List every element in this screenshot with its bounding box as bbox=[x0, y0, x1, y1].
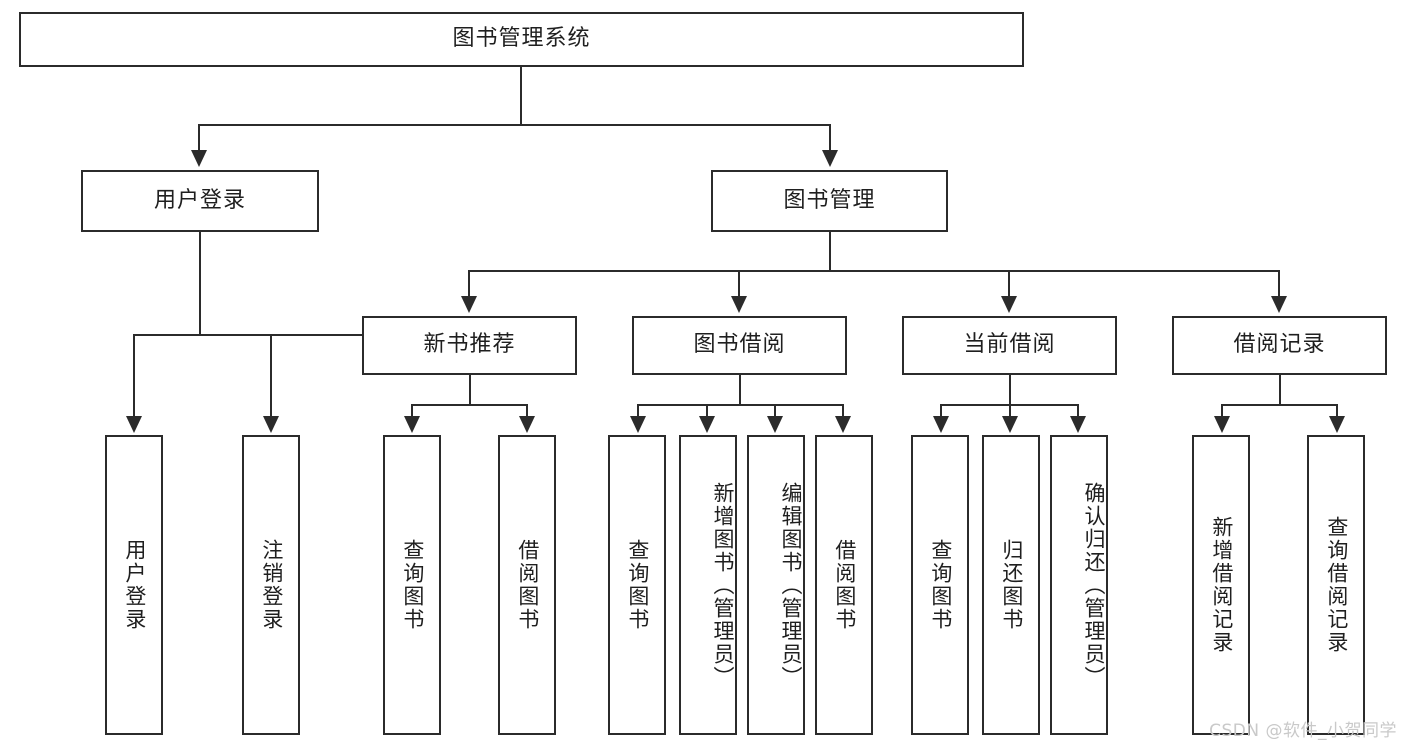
edge-user-login-bus bbox=[133, 334, 372, 336]
node-label: 新增图书（管理员） bbox=[711, 481, 735, 689]
node-root-book-management-system[interactable]: 图书管理系统 bbox=[19, 12, 1024, 67]
arrow-user-login-to-leaf-1 bbox=[263, 416, 279, 433]
edge-user-login-to-leaf-1 bbox=[270, 334, 272, 418]
edge-root-bus bbox=[198, 124, 831, 126]
arrow-borrow-record-to-leaf-0 bbox=[1214, 416, 1230, 433]
edge-root-stem bbox=[520, 67, 522, 125]
node-label: 确认归还（管理员） bbox=[1082, 481, 1106, 689]
arrow-book-borrow-to-leaf-2 bbox=[767, 416, 783, 433]
edge-current-borrow-to-leaf-1 bbox=[1009, 404, 1011, 418]
node-book-management[interactable]: 图书管理 bbox=[711, 170, 948, 232]
arrow-book-borrow-to-leaf-0 bbox=[630, 416, 646, 433]
arrow-book-borrow-to-leaf-3 bbox=[835, 416, 851, 433]
node-new-book-recommend[interactable]: 新书推荐 bbox=[362, 316, 577, 375]
arrow-current-borrow-to-leaf-1 bbox=[1002, 416, 1018, 433]
node-label: 用户登录 bbox=[122, 539, 147, 631]
edge-book-borrow-to-leaf-0 bbox=[637, 404, 639, 418]
arrow-root-to-user-login bbox=[191, 150, 207, 167]
edge-user-login-stem bbox=[199, 232, 201, 335]
node-user-login[interactable]: 用户登录 bbox=[81, 170, 319, 232]
edge-book-management-stem bbox=[829, 232, 831, 272]
edge-book-borrow-bus bbox=[637, 404, 844, 406]
node-label: 用户登录 bbox=[153, 187, 246, 213]
node-label: 图书管理 bbox=[783, 187, 876, 213]
leaf-new-book-borrow-book[interactable]: 借阅图书 bbox=[498, 435, 556, 735]
node-borrow-record[interactable]: 借阅记录 bbox=[1172, 316, 1387, 375]
node-label: 查询图书 bbox=[928, 539, 953, 631]
leaf-borrow-record-add-record[interactable]: 新增借阅记录 bbox=[1192, 435, 1250, 735]
leaf-user-login-login[interactable]: 用户登录 bbox=[105, 435, 163, 735]
arrow-bus-to-borrow-record bbox=[1271, 296, 1287, 313]
leaf-book-borrow-borrow-book[interactable]: 借阅图书 bbox=[815, 435, 873, 735]
csdn-watermark: CSDN @软件_小贺同学 bbox=[1209, 721, 1397, 741]
node-current-borrow[interactable]: 当前借阅 bbox=[902, 316, 1117, 375]
arrow-new-book-to-leaf-0 bbox=[404, 416, 420, 433]
leaf-current-borrow-return-book[interactable]: 归还图书 bbox=[982, 435, 1040, 735]
node-book-borrow[interactable]: 图书借阅 bbox=[632, 316, 847, 375]
arrow-bus-to-current-borrow bbox=[1001, 296, 1017, 313]
arrow-current-borrow-to-leaf-2 bbox=[1070, 416, 1086, 433]
edge-bus-to-borrow-record bbox=[1278, 270, 1280, 298]
arrow-borrow-record-to-leaf-1 bbox=[1329, 416, 1345, 433]
edge-borrow-record-bus bbox=[1221, 404, 1338, 406]
edge-root-to-user-login bbox=[198, 124, 200, 152]
node-label: 借阅记录 bbox=[1233, 332, 1326, 358]
edge-current-borrow-to-leaf-2 bbox=[1077, 404, 1079, 418]
edge-bus-to-book-borrow bbox=[738, 270, 740, 298]
edge-new-book-bus bbox=[411, 404, 528, 406]
node-label: 查询借阅记录 bbox=[1324, 516, 1349, 654]
arrow-current-borrow-to-leaf-0 bbox=[933, 416, 949, 433]
leaf-current-borrow-query-book[interactable]: 查询图书 bbox=[911, 435, 969, 735]
node-label: 归还图书 bbox=[999, 539, 1024, 631]
edge-root-to-book-management bbox=[829, 124, 831, 152]
leaf-book-borrow-edit-book-admin[interactable]: 编辑图书（管理员） bbox=[747, 435, 805, 735]
node-label: 注销登录 bbox=[259, 539, 284, 631]
node-label: 借阅图书 bbox=[515, 539, 540, 631]
edge-current-borrow-to-leaf-0 bbox=[940, 404, 942, 418]
leaf-user-login-logout[interactable]: 注销登录 bbox=[242, 435, 300, 735]
node-label: 新增借阅记录 bbox=[1209, 516, 1234, 654]
edge-book-borrow-to-leaf-3 bbox=[842, 404, 844, 418]
edge-book-borrow-stem bbox=[739, 375, 741, 406]
arrow-bus-to-new-book bbox=[461, 296, 477, 313]
edge-current-borrow-stem bbox=[1009, 375, 1011, 406]
node-label: 新书推荐 bbox=[423, 332, 516, 358]
edge-new-book-stem bbox=[469, 375, 471, 406]
node-label: 查询图书 bbox=[625, 539, 650, 631]
leaf-book-borrow-query-book[interactable]: 查询图书 bbox=[608, 435, 666, 735]
leaf-new-book-query-book[interactable]: 查询图书 bbox=[383, 435, 441, 735]
node-label: 图书借阅 bbox=[693, 332, 786, 358]
node-label: 借阅图书 bbox=[832, 539, 857, 631]
arrow-root-to-book-management bbox=[822, 150, 838, 167]
arrow-book-borrow-to-leaf-1 bbox=[699, 416, 715, 433]
node-label: 编辑图书（管理员） bbox=[779, 481, 803, 689]
leaf-borrow-record-query-record[interactable]: 查询借阅记录 bbox=[1307, 435, 1365, 735]
edge-new-book-to-leaf-0 bbox=[411, 404, 413, 418]
edge-borrow-record-stem bbox=[1279, 375, 1281, 406]
edge-book-borrow-to-leaf-2 bbox=[774, 404, 776, 418]
edge-user-login-to-leaf-0 bbox=[133, 334, 135, 418]
arrow-new-book-to-leaf-1 bbox=[519, 416, 535, 433]
arrow-bus-to-book-borrow bbox=[731, 296, 747, 313]
leaf-current-borrow-confirm-return-admin[interactable]: 确认归还（管理员） bbox=[1050, 435, 1108, 735]
leaf-book-borrow-add-book-admin[interactable]: 新增图书（管理员） bbox=[679, 435, 737, 735]
edge-borrow-record-to-leaf-0 bbox=[1221, 404, 1223, 418]
edge-bus-to-new-book bbox=[468, 270, 470, 298]
edge-borrow-record-to-leaf-1 bbox=[1336, 404, 1338, 418]
edge-bus-to-current-borrow bbox=[1008, 270, 1010, 298]
edge-level3-bus bbox=[468, 270, 1280, 272]
node-label: 查询图书 bbox=[400, 539, 425, 631]
edge-book-borrow-to-leaf-1 bbox=[706, 404, 708, 418]
node-label: 图书管理系统 bbox=[452, 26, 591, 52]
edge-new-book-to-leaf-1 bbox=[526, 404, 528, 418]
node-label: 当前借阅 bbox=[963, 332, 1056, 358]
arrow-user-login-to-leaf-0 bbox=[126, 416, 142, 433]
